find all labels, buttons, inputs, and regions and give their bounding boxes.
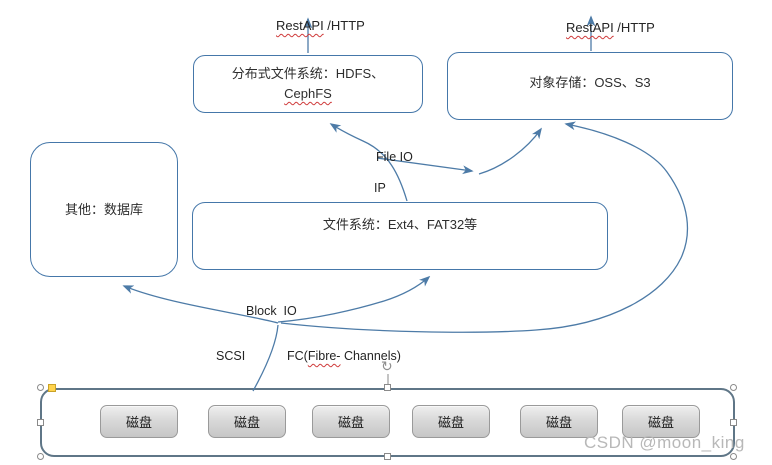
label-file-io[interactable]: File IO xyxy=(376,150,413,164)
label-block-io[interactable]: Block IO xyxy=(246,304,297,318)
rotate-handle-icon[interactable]: ↻ xyxy=(381,358,393,374)
label-restapi-right-rest: /HTTP xyxy=(613,20,655,35)
resize-handle-top-right[interactable] xyxy=(730,384,737,391)
resize-handle-bottom-left[interactable] xyxy=(37,453,44,460)
disk-shape-4[interactable]: 磁盘 xyxy=(412,405,490,438)
watermark-text: CSDN @moon_king xyxy=(584,433,745,452)
arrow-blockio-to-fs xyxy=(277,275,431,323)
shape-distributed-filesystem[interactable]: 分布式文件系统：HDFS、 CephFS xyxy=(193,55,423,113)
disk-shape-2[interactable]: 磁盘 xyxy=(208,405,286,438)
line-scsi-trunk xyxy=(252,324,279,392)
label-fc[interactable]: FC(Fibre- Channels) xyxy=(287,349,401,363)
resize-handle-bottom-center[interactable] xyxy=(384,453,391,460)
disk-shape-6[interactable]: 磁盘 xyxy=(622,405,700,438)
disk-shape-5[interactable]: 磁盘 xyxy=(520,405,598,438)
resize-handle-bottom-right[interactable] xyxy=(730,453,737,460)
label-restapi-right-word: RestAPI xyxy=(566,20,614,35)
disk-shape-3[interactable]: 磁盘 xyxy=(312,405,390,438)
filesystem-label: 文件系统：Ext4、FAT32等 xyxy=(322,217,478,232)
disk-shape-1[interactable]: 磁盘 xyxy=(100,405,178,438)
resize-handle-top-center[interactable] xyxy=(384,384,391,391)
shape-object-storage[interactable]: 对象存储：OSS、S3 xyxy=(447,52,733,120)
label-restapi-left-word: RestAPI xyxy=(276,18,324,33)
other-label: 其他：数据库 xyxy=(64,201,143,217)
distributed-fs-line2: CephFS xyxy=(284,86,332,101)
resize-handle-middle-right[interactable] xyxy=(730,419,737,426)
resize-handle-top-left[interactable] xyxy=(37,384,44,391)
label-fc-prefix: FC( xyxy=(287,349,308,363)
arrow-to-oss-left xyxy=(478,127,542,175)
label-fc-word: Fibre- xyxy=(307,349,341,363)
shape-filesystem[interactable]: 文件系统：Ext4、FAT32等 xyxy=(192,202,608,270)
label-restapi-left-rest: /HTTP xyxy=(323,18,365,33)
distributed-fs-line1: 分布式文件系统：HDFS、 xyxy=(231,66,385,81)
label-restapi-left[interactable]: RestAPI /HTTP xyxy=(276,18,365,33)
resize-handle-middle-left[interactable] xyxy=(37,419,44,426)
label-restapi-right[interactable]: RestAPI /HTTP xyxy=(566,20,655,35)
adjust-handle-yellow[interactable] xyxy=(48,384,56,392)
label-scsi[interactable]: SCSI xyxy=(216,349,246,363)
label-ip[interactable]: IP xyxy=(374,181,386,195)
label-fc-suffix: Channels) xyxy=(340,349,401,363)
shape-other-database[interactable]: 其他：数据库 xyxy=(30,142,178,277)
object-storage-label: 对象存储：OSS、S3 xyxy=(529,75,651,90)
